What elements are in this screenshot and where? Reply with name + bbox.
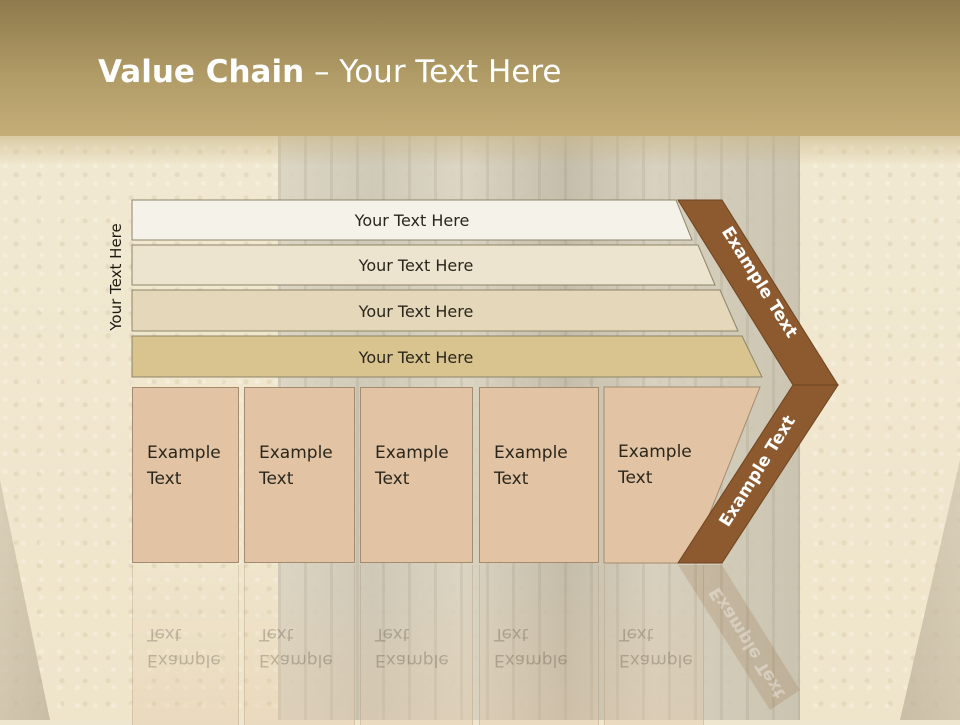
slide-title-rest: – Your Text Here	[304, 54, 562, 90]
row-4[interactable]: Your Text Here	[132, 337, 700, 377]
column-text-line1: Example	[259, 443, 333, 463]
row-label: Your Text Here	[354, 210, 470, 230]
column-text-line2: Text	[375, 469, 410, 489]
column-text-line2: Text	[618, 468, 653, 488]
column-text-line1: Example	[494, 443, 568, 463]
row-shape-1	[131, 199, 693, 241]
row-2[interactable]: Your Text Here	[132, 245, 700, 285]
column-text-line2: Text	[147, 469, 182, 489]
chevron-lower	[677, 384, 839, 564]
row-label: Your Text Here	[358, 301, 474, 321]
title-bar	[0, 0, 960, 136]
chevron-reflection	[678, 565, 800, 710]
column-text-line1: Example	[618, 442, 692, 462]
slide-title-bold: Value Chain	[98, 54, 305, 90]
row-label: Your Text Here	[358, 347, 474, 367]
slide-title[interactable]: Value Chain – Your Text Here	[98, 54, 561, 90]
title-bar-shadow	[0, 136, 960, 166]
column-text-line2: Text	[494, 469, 529, 489]
row-shape-3	[131, 289, 739, 332]
column-text-line1: Example	[147, 443, 221, 463]
column-text-line2: Text	[259, 469, 294, 489]
column-text-line1: Example	[375, 443, 449, 463]
row-shape-4	[131, 335, 763, 378]
row-3[interactable]: Your Text Here	[132, 291, 700, 331]
row-1[interactable]: Your Text Here	[132, 200, 692, 240]
row-label: Your Text Here	[358, 255, 474, 275]
row-shape-2	[131, 244, 716, 286]
chevron-reflection-label: Example Text	[706, 583, 790, 701]
